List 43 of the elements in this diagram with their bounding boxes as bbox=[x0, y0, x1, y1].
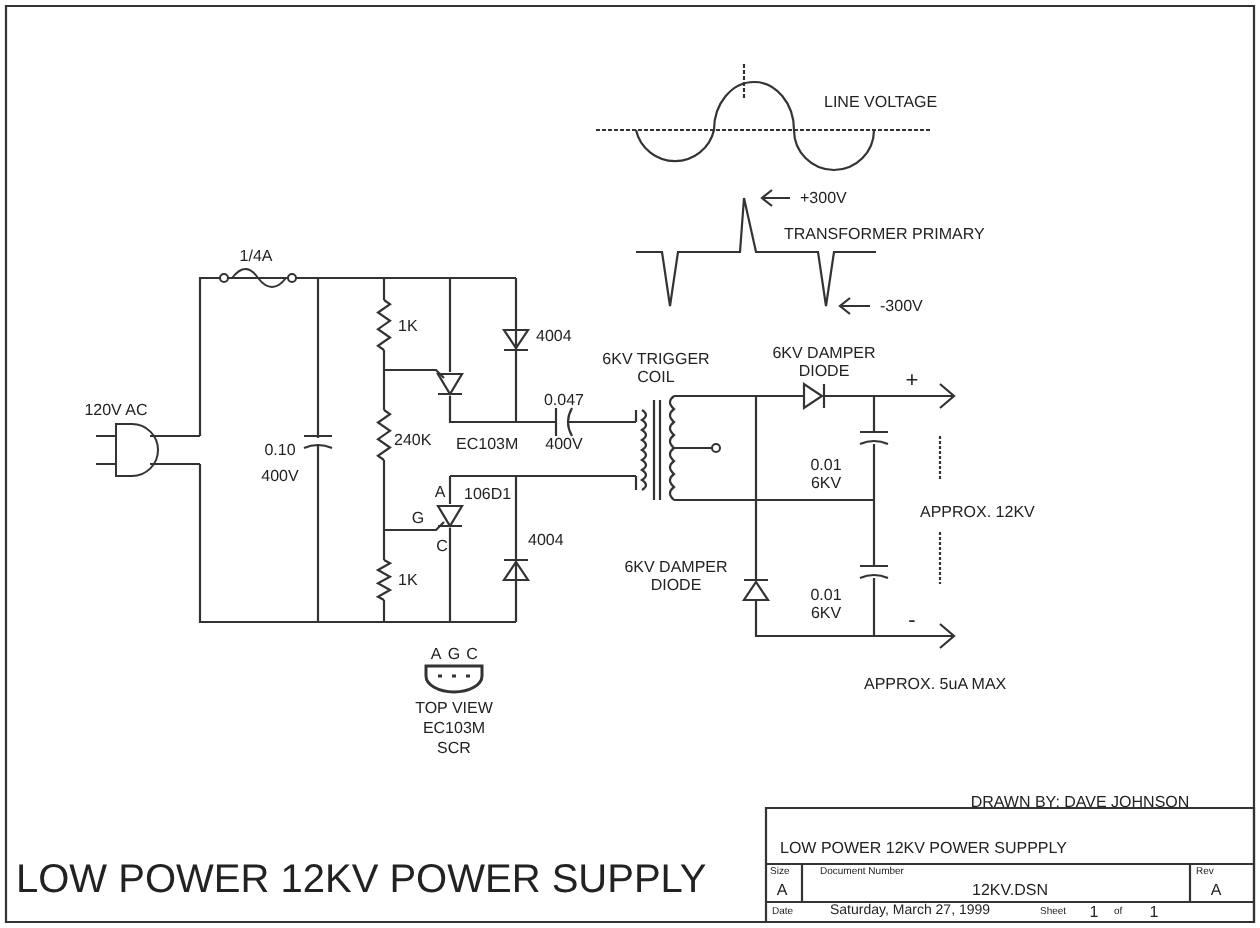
pin-label: G bbox=[447, 645, 461, 663]
diode-label: 6KV DAMPER DIODE bbox=[622, 558, 730, 594]
field-value: 1 bbox=[1089, 903, 1099, 921]
field-value: A bbox=[1210, 881, 1222, 899]
output-voltage-label: APPROX. 12KV bbox=[920, 503, 1035, 521]
pin-label: C bbox=[436, 537, 448, 555]
waveform-label: TRANSFORMER PRIMARY bbox=[784, 225, 985, 243]
pin-label: A bbox=[430, 645, 442, 663]
package-note: SCR bbox=[437, 739, 471, 757]
pin-label: C bbox=[466, 645, 478, 663]
field-value: 1 bbox=[1149, 903, 1159, 921]
fuse-label: 1/4A bbox=[239, 247, 273, 265]
capacitor-label: 0.01 6KV bbox=[808, 456, 844, 492]
field-value: 12KV.DSN bbox=[972, 881, 1048, 899]
scr-label: 106D1 bbox=[464, 485, 512, 503]
input-label: 120V AC bbox=[84, 401, 148, 419]
title-block-text: LOW POWER 12KV POWER SUPPPLY bbox=[780, 839, 1067, 857]
resistor-label: 1K bbox=[398, 571, 418, 589]
waveform-label: LINE VOLTAGE bbox=[824, 93, 938, 111]
pin-label: G bbox=[411, 509, 425, 527]
resistor-label: 1K bbox=[398, 317, 418, 335]
field-value: A bbox=[776, 881, 788, 899]
polarity-sign: + bbox=[905, 373, 919, 391]
polarity-sign: - bbox=[908, 613, 916, 631]
capacitor-label: 0.10 bbox=[264, 441, 296, 459]
diode-label: 6KV DAMPER DIODE bbox=[770, 344, 878, 380]
voltage-label: +300V bbox=[800, 189, 847, 207]
resistor-label: 240K bbox=[394, 431, 432, 449]
diode-label: 4004 bbox=[528, 531, 564, 549]
transformer-label: 6KV TRIGGER COIL bbox=[600, 350, 712, 386]
page-title: LOW POWER 12KV POWER SUPPLY bbox=[16, 860, 707, 900]
package-note: TOP VIEW bbox=[415, 699, 493, 717]
drawn-by-note: DRAWN BY: DAVE JOHNSON bbox=[970, 793, 1190, 811]
output-current-label: APPROX. 5uA MAX bbox=[864, 675, 1007, 693]
capacitor-label: 0.047 bbox=[543, 391, 585, 409]
capacitor-label: 400V bbox=[261, 467, 299, 485]
scr-label: EC103M bbox=[456, 435, 519, 453]
package-note: EC103M bbox=[422, 719, 486, 737]
voltage-label: -300V bbox=[880, 297, 923, 315]
diode-label: 4004 bbox=[536, 327, 572, 345]
pin-label: A bbox=[434, 483, 446, 501]
capacitor-label: 0.01 6KV bbox=[808, 586, 844, 622]
capacitor-label: 400V bbox=[545, 435, 583, 453]
